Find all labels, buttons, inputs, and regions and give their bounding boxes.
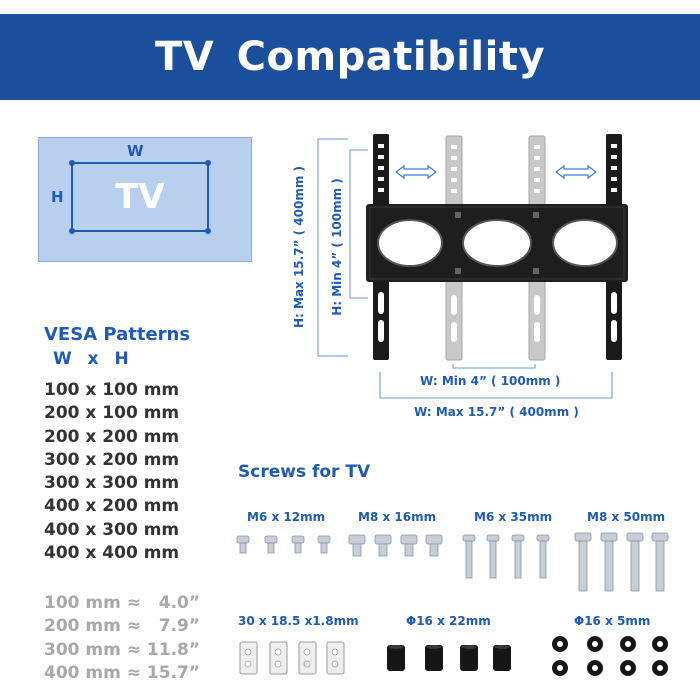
- conversion-item: 400 mm ≈ 15.7”: [44, 662, 201, 683]
- wall-plate: [366, 204, 628, 282]
- vesa-pattern: 300 x 200 mm: [44, 449, 180, 470]
- page-title: TV Compatibility: [154, 34, 546, 80]
- conversion-list: 100 mm ≈ 4.0” 200 mm ≈ 7.9” 300 mm ≈ 11.…: [44, 592, 200, 685]
- height-max-label: H: Max 15.7” ( 400mm ): [292, 165, 307, 329]
- conversion-item: 100 mm ≈ 4.0”: [44, 593, 201, 613]
- tv-height-label: H: [51, 188, 64, 206]
- screw-label: M6 x 35mm: [474, 510, 553, 524]
- tv-label: TV: [115, 177, 165, 217]
- vesa-subtitle: W x H: [53, 349, 129, 369]
- screw-label: M8 x 16mm: [358, 510, 437, 524]
- corner-dot: [205, 228, 211, 234]
- height-min-label: H: Min 4” ( 100mm ): [329, 178, 344, 316]
- washer: [552, 636, 668, 676]
- vesa-pattern: 400 x 300 mm: [44, 519, 180, 540]
- vesa-pattern: 400 x 400 mm: [44, 543, 180, 564]
- screw-m8x16: [348, 534, 443, 557]
- corner-dot: [69, 228, 75, 234]
- screw-label: Φ16 x 22mm: [406, 614, 491, 628]
- vesa-title: VESA Patterns: [44, 324, 191, 345]
- vesa-pattern: 200 x 100 mm: [44, 403, 180, 424]
- vesa-pattern: 200 x 200 mm: [44, 426, 180, 447]
- screw-label: 30 x 18.5 x1.8mm: [238, 614, 359, 628]
- vesa-pattern: 400 x 200 mm: [44, 496, 180, 517]
- screw-m6x12: [236, 535, 331, 554]
- conversion-item: 300 mm ≈ 11.8”: [44, 639, 201, 660]
- tv-screen-outline: TV: [69, 160, 211, 234]
- spacer-cylinder: [387, 645, 511, 671]
- screw-m8x50: [574, 532, 669, 592]
- tv-diagram: W H TV: [38, 137, 252, 262]
- double-arrow-icon: [395, 164, 597, 180]
- screw-m6x35: [462, 534, 550, 579]
- screw-label: M6 x 12mm: [247, 510, 326, 524]
- width-min-label: W: Min 4” ( 100mm ): [420, 374, 561, 388]
- screws-title: Screws for TV: [238, 462, 371, 482]
- spacer-plate: [239, 641, 345, 675]
- conversion-item: 200 mm ≈ 7.9”: [44, 616, 201, 637]
- header-banner: TV Compatibility: [0, 14, 700, 100]
- width-max-label: W: Max 15.7” ( 400mm ): [414, 405, 579, 419]
- vesa-pattern-list: 100 x 100 mm 200 x 100 mm 200 x 200 mm 3…: [44, 379, 179, 565]
- corner-dot: [205, 160, 211, 166]
- tv-width-label: W: [127, 142, 144, 160]
- screw-label: Φ16 x 5mm: [574, 614, 651, 628]
- vesa-pattern: 100 x 100 mm: [44, 380, 180, 400]
- corner-dot: [69, 160, 75, 166]
- vesa-pattern: 300 x 300 mm: [44, 473, 180, 494]
- screw-label: M8 x 50mm: [587, 510, 666, 524]
